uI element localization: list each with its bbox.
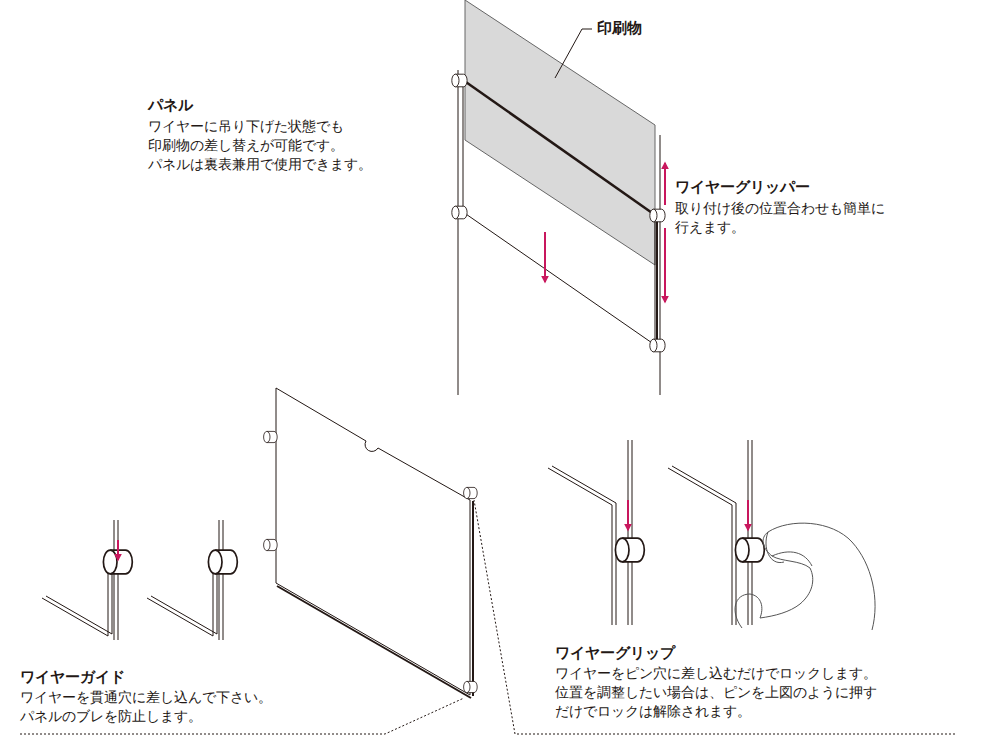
hanging-panel-figure [452, 0, 665, 395]
wire-gripper [452, 74, 467, 87]
wire-guide [464, 681, 478, 692]
wire-gripper [650, 339, 665, 352]
move-arrow [664, 163, 666, 205]
panel-edge [463, 80, 655, 215]
note: ワイヤーをピン穴に差し込むだけでロックします。 位置を調整したい場合は、ピンを上… [555, 664, 900, 721]
wire [458, 70, 459, 395]
hand [735, 523, 875, 630]
leader-line [474, 500, 955, 734]
note: ワイヤーを貫通穴に差し込んで下さい。 パネルのブレを防止します。 [20, 688, 295, 726]
part-name: ワイヤーガイド [20, 668, 125, 687]
part-name: ワイヤーグリッパー [675, 178, 810, 197]
wire-gripper [264, 539, 278, 550]
part-name: パネル [148, 96, 193, 115]
panel [276, 388, 470, 695]
panel-edge [277, 586, 471, 698]
printed-sheet [465, 0, 655, 265]
part-name: ワイヤーグリップ [555, 644, 675, 663]
wire-guide-closeup [42, 520, 132, 640]
note: ワイヤーに吊り下げた状態でも 印刷物の差し替えが可能です。 パネルは裏表兼用で使… [148, 117, 388, 174]
wire-gripper [264, 431, 278, 442]
wire-guide-closeup [147, 520, 237, 640]
wire-gripper [464, 487, 478, 498]
panel-figure [20, 388, 955, 734]
move-arrow [544, 232, 546, 282]
part-name: 印刷物 [597, 19, 642, 38]
leader-line [555, 29, 592, 78]
panel [463, 80, 655, 345]
note: 取り付け後の位置合わせも簡単に 行えます。 [675, 199, 910, 237]
panel-edge [656, 216, 658, 346]
wire [660, 135, 661, 395]
panel-edge [472, 501, 474, 696]
wire-gripper [650, 209, 665, 222]
wire-gripper [452, 206, 467, 219]
wire-grip-closeup [668, 440, 764, 625]
wire-grip-closeup [548, 440, 644, 625]
move-arrow [664, 228, 666, 302]
